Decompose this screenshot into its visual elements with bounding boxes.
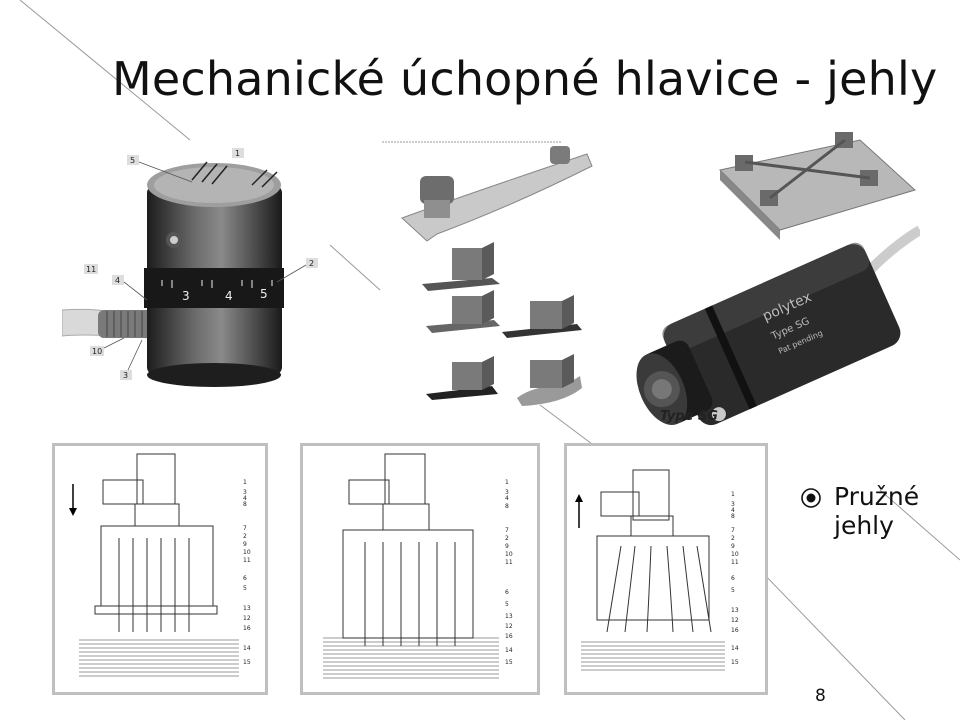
needle-gripper-photo: 3 4 5 5 1 2 11 4 10 3 (62, 148, 318, 387)
part-number-label: 15 (731, 659, 739, 666)
part-number-label: 6 (505, 589, 509, 596)
dial-digit: 4 (225, 289, 233, 303)
part-number-label: 13 (731, 607, 739, 614)
diagram-panel-needles-down: 1 3 4 8 7 2 9 10 11 6 5 13 12 16 14 15 (52, 443, 268, 695)
part-number-label: 14 (505, 647, 513, 654)
part-number-label: 16 (731, 627, 739, 634)
needle-examples-illustration (382, 141, 593, 406)
polytex-type-label: Type SG (660, 409, 718, 424)
part-number-label: 9 (505, 543, 509, 550)
dial-digit: 5 (260, 287, 268, 301)
part-number-label: 10 (243, 549, 251, 556)
part-number-label: 8 (505, 503, 509, 510)
diagram-panel-needles-engaged: 1 3 4 8 7 2 9 10 11 6 5 13 12 16 14 15 (300, 443, 540, 695)
part-number-label: 15 (505, 659, 513, 666)
callout-number: 10 (92, 347, 102, 356)
part-number-label: 15 (243, 659, 251, 666)
callout-number: 3 (123, 371, 128, 380)
part-number-label: 14 (243, 645, 251, 652)
part-number-label: 5 (505, 601, 509, 608)
part-number-label: 4 (731, 507, 735, 514)
part-number-label: 13 (243, 605, 251, 612)
part-number-label: 1 (505, 479, 509, 486)
part-number-label: 5 (243, 585, 247, 592)
part-number-label: 3 (243, 489, 247, 496)
bullet-item: Pružné jehly (800, 482, 954, 540)
part-number-label: 2 (243, 533, 247, 540)
part-number-label: 3 (731, 501, 735, 508)
part-number-label: 12 (731, 617, 739, 624)
part-number-label: 8 (731, 513, 735, 520)
part-number-label: 6 (731, 575, 735, 582)
part-number-label: 14 (731, 645, 739, 652)
part-number-label: 10 (505, 551, 513, 558)
part-number-label: 4 (243, 495, 247, 502)
part-number-label: 4 (505, 495, 509, 502)
part-number-label: 13 (505, 613, 513, 620)
part-number-label: 1 (731, 491, 735, 498)
part-number-label: 10 (731, 551, 739, 558)
part-number-label: 11 (731, 559, 739, 566)
part-number-label: 9 (731, 543, 735, 550)
part-number-label: 2 (505, 535, 509, 542)
circle-dot-bullet-icon (801, 488, 821, 508)
diagram-panel-needles-up: 1 3 4 8 7 2 9 10 11 6 5 13 12 16 14 15 (564, 443, 768, 695)
part-number-label: 5 (731, 587, 735, 594)
part-number-label: 6 (243, 575, 247, 582)
part-number-label: 8 (243, 501, 247, 508)
part-number-label: 16 (243, 625, 251, 632)
part-number-label: 3 (505, 489, 509, 496)
part-number-label: 11 (505, 559, 513, 566)
part-number-label: 7 (505, 527, 509, 534)
callout-number: 1 (235, 149, 240, 158)
bullet-text: Pružné jehly (834, 482, 920, 540)
callout-number: 2 (309, 259, 314, 268)
gripper-section-diagram: 1 3 4 8 7 2 9 10 11 6 5 13 12 16 14 15 (323, 453, 513, 679)
gripper-section-diagram: 1 3 4 8 7 2 9 10 11 6 5 13 12 16 14 15 (575, 469, 739, 671)
polytex-gripper-photo: polytex Type SG Pat pending Type SG (636, 132, 920, 426)
part-number-label: 12 (243, 615, 251, 622)
slide-title: Mechanické úchopné hlavice - jehly (112, 52, 938, 106)
part-number-label: 1 (243, 479, 247, 486)
callout-number: 4 (115, 276, 120, 285)
callout-number: 11 (86, 265, 96, 274)
part-number-label: 9 (243, 541, 247, 548)
part-number-label: 11 (243, 557, 251, 564)
gripper-section-diagram: 1 3 4 8 7 2 9 10 11 6 5 13 12 16 14 15 (69, 453, 251, 677)
part-number-label: 7 (243, 525, 247, 532)
part-number-label: 12 (505, 623, 513, 630)
part-number-label: 7 (731, 527, 735, 534)
part-number-label: 16 (505, 633, 513, 640)
callout-number: 5 (130, 156, 135, 165)
slide-number: 8 (815, 686, 826, 706)
dial-digit: 3 (182, 289, 190, 303)
part-number-label: 2 (731, 535, 735, 542)
bullet-list: Pružné jehly (800, 482, 954, 540)
